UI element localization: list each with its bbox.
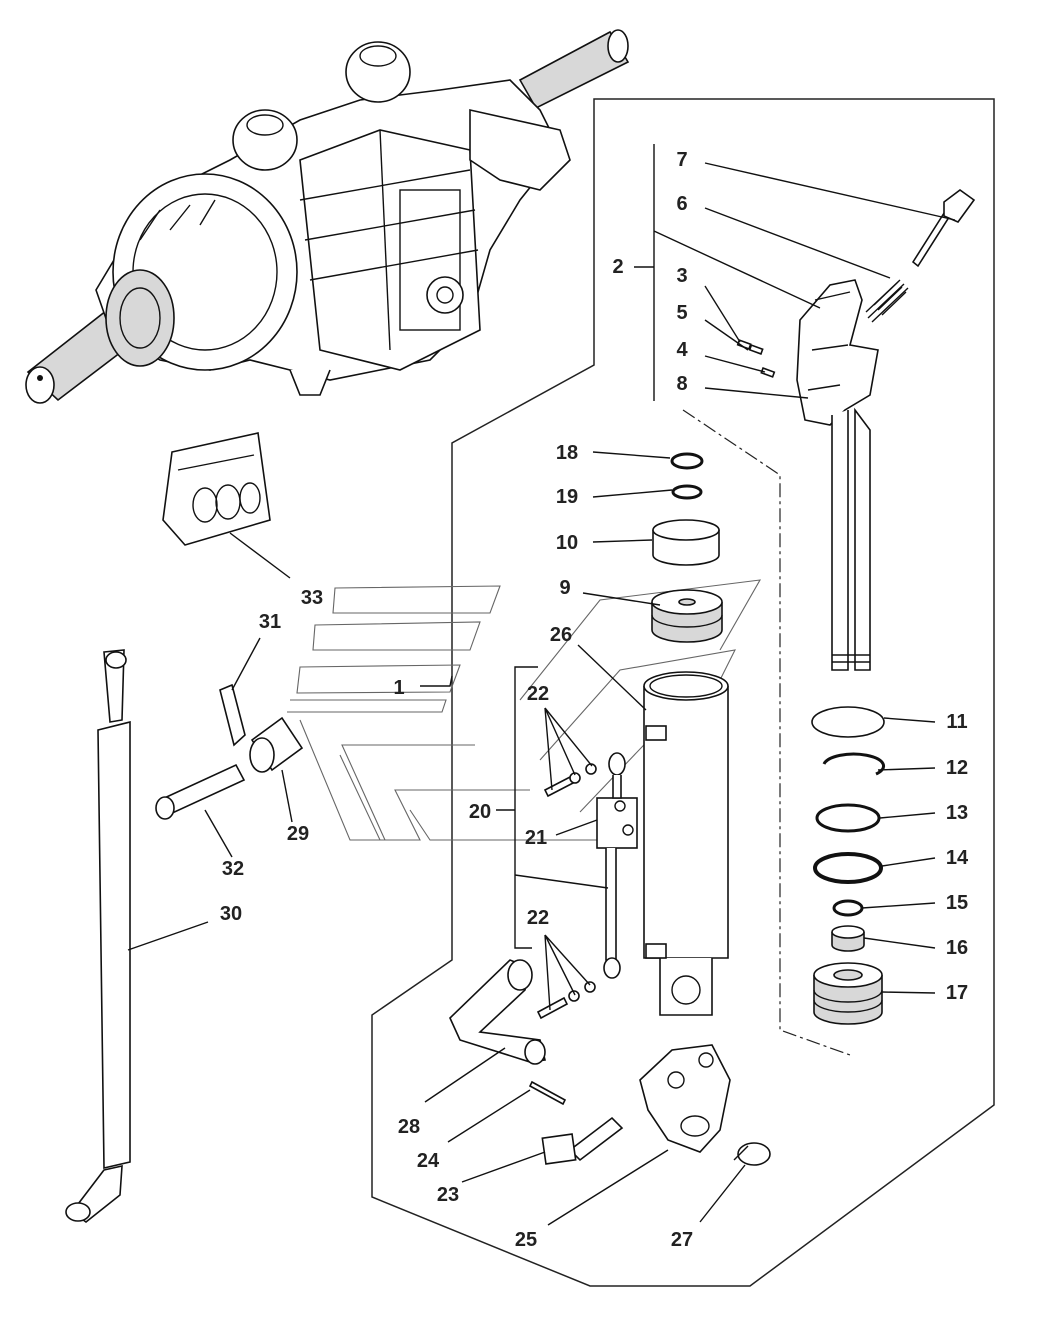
part-10-sleeve <box>652 519 720 566</box>
part-27-clip <box>733 1142 771 1166</box>
callout-10: 10 <box>556 532 578 554</box>
part-16-bush <box>831 925 865 952</box>
part-17-gland <box>813 962 883 1025</box>
callout-5: 5 <box>676 302 687 324</box>
callout-9: 9 <box>559 577 570 599</box>
callout-24: 24 <box>417 1150 440 1172</box>
part-28-crank-arm <box>449 959 546 1065</box>
callout-31: 31 <box>259 611 281 633</box>
callout-labels: 7 6 2 3 5 4 8 18 19 10 9 26 33 31 1 22 2… <box>220 149 969 1251</box>
callout-20: 20 <box>469 801 491 823</box>
part-31-spring-clip <box>219 683 246 747</box>
callout-3: 3 <box>676 265 687 287</box>
callout-26: 26 <box>550 624 572 646</box>
part-12-snap-ring <box>822 752 886 776</box>
callout-8: 8 <box>676 373 687 395</box>
part-4-pin <box>760 367 776 378</box>
callout-28: 28 <box>398 1116 420 1138</box>
part-33-parts-bag <box>162 432 271 546</box>
callout-25: 25 <box>515 1229 537 1251</box>
part-19-o-ring <box>671 484 703 500</box>
callout-19: 19 <box>556 486 578 508</box>
centerline <box>682 409 851 1056</box>
part-5-pin <box>748 344 764 355</box>
callout-6: 6 <box>676 193 687 215</box>
part-2-control-lever <box>796 279 879 671</box>
callout-23: 23 <box>437 1184 459 1206</box>
part-13-seal <box>815 803 881 833</box>
part-26-cylinder <box>643 671 729 1016</box>
part-25-clevis <box>639 1044 731 1153</box>
callout-22-upper: 22 <box>527 683 549 705</box>
part-21-pipe-assembly <box>596 752 638 979</box>
callout-27: 27 <box>671 1229 693 1251</box>
part-14-seal <box>813 852 883 884</box>
part-24-roll-pin <box>528 1080 567 1106</box>
callout-22-lower: 22 <box>527 907 549 929</box>
callout-16: 16 <box>946 937 968 959</box>
part-30-lift-rod <box>65 649 131 1224</box>
part-23-pin <box>541 1116 624 1165</box>
callout-21: 21 <box>525 827 547 849</box>
callout-33: 33 <box>301 587 323 609</box>
part-29-bush <box>249 716 304 773</box>
callout-15: 15 <box>946 892 968 914</box>
callout-18: 18 <box>556 442 578 464</box>
callout-30: 30 <box>220 903 242 925</box>
callout-29: 29 <box>287 823 309 845</box>
part-9-piston <box>651 589 723 643</box>
callout-11: 11 <box>946 711 967 733</box>
leader-lines <box>127 144 956 1226</box>
callout-14: 14 <box>946 847 969 869</box>
part-18-o-ring <box>670 452 704 470</box>
assembly-frame <box>371 98 995 1287</box>
callout-2: 2 <box>612 256 623 278</box>
part-7-bolt <box>911 189 976 268</box>
part-22-bolt-lower <box>536 981 596 1020</box>
callout-7: 7 <box>676 149 687 171</box>
callout-1: 1 <box>393 677 404 699</box>
axle-housing-drawing <box>25 29 630 404</box>
part-22-bolt-upper <box>543 763 597 798</box>
part-11-lock-ring <box>811 706 885 738</box>
callout-32: 32 <box>222 858 244 880</box>
callout-17: 17 <box>946 982 968 1004</box>
callout-13: 13 <box>946 802 968 824</box>
callout-4: 4 <box>676 339 688 361</box>
part-6-spring <box>865 279 909 323</box>
part-15-o-ring <box>832 899 864 917</box>
callout-12: 12 <box>946 757 968 779</box>
part-32-pin <box>155 763 246 820</box>
